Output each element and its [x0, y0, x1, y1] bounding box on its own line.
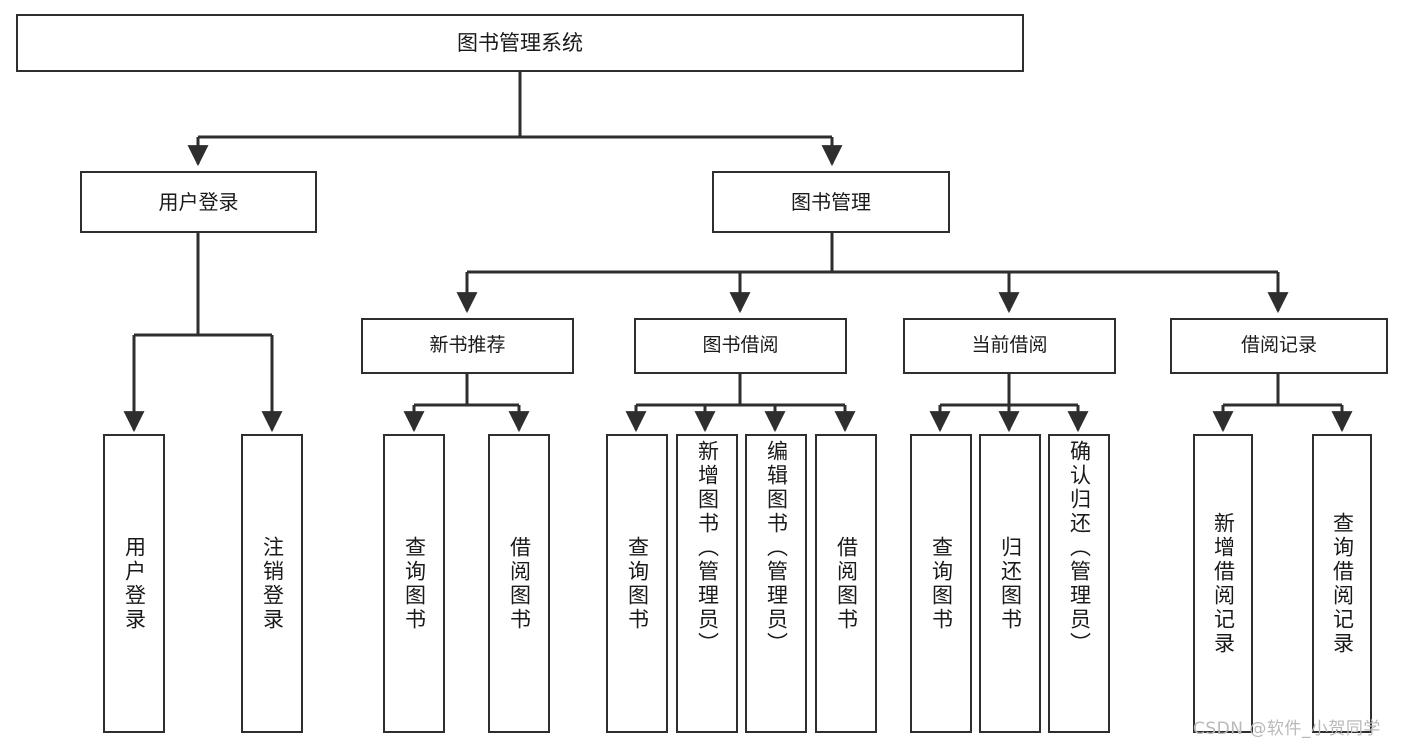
node-label: 借阅记录: [1240, 334, 1317, 357]
node-label: 图书管理: [791, 189, 871, 214]
node-label: 新书推荐: [429, 334, 506, 357]
node-label: 借阅图书: [834, 535, 859, 632]
leaf-new-book-borrow-book[interactable]: 借阅图书: [488, 434, 550, 733]
node-root-book-management-system[interactable]: 图书管理系统: [16, 14, 1024, 72]
leaf-user-login-logout[interactable]: 注销登录: [241, 434, 303, 733]
node-label: 注销登录: [260, 535, 285, 632]
leaf-current-borrow-return-book[interactable]: 归还图书: [979, 434, 1041, 733]
leaf-user-login-login[interactable]: 用户登录: [103, 434, 165, 733]
node-label: 查询借阅记录: [1330, 511, 1355, 656]
leaf-new-book-query-book[interactable]: 查询图书: [383, 434, 445, 733]
node-user-login[interactable]: 用户登录: [80, 171, 317, 233]
node-current-borrowing[interactable]: 当前借阅: [903, 318, 1116, 374]
node-label: 当前借阅: [971, 334, 1048, 357]
leaf-current-borrow-confirm-return-admin[interactable]: 确认归还（管理员）: [1048, 434, 1110, 733]
node-new-book-recommendation[interactable]: 新书推荐: [361, 318, 574, 374]
node-label: 图书管理系统: [457, 30, 583, 55]
leaf-borrow-record-add-record[interactable]: 新增借阅记录: [1193, 434, 1253, 733]
leaf-book-borrow-borrow-book[interactable]: 借阅图书: [815, 434, 877, 733]
node-label: 新增借阅记录: [1211, 511, 1236, 656]
node-label: 用户登录: [158, 189, 239, 214]
node-label: 图书借阅: [702, 334, 779, 357]
node-label: 查询图书: [625, 535, 650, 632]
node-label: 编辑图书（管理员）: [764, 440, 789, 656]
node-borrowing-record[interactable]: 借阅记录: [1170, 318, 1388, 374]
node-label: 查询图书: [929, 535, 954, 632]
leaf-borrow-record-query-record[interactable]: 查询借阅记录: [1312, 434, 1372, 733]
leaf-book-borrow-edit-book-admin[interactable]: 编辑图书（管理员）: [745, 434, 807, 733]
node-label: 确认归还（管理员）: [1067, 440, 1092, 656]
node-book-borrowing[interactable]: 图书借阅: [634, 318, 847, 374]
node-label: 查询图书: [402, 535, 427, 632]
node-label: 归还图书: [998, 535, 1023, 632]
node-label: 用户登录: [122, 535, 147, 632]
node-label: 新增图书（管理员）: [695, 440, 720, 656]
leaf-book-borrow-add-book-admin[interactable]: 新增图书（管理员）: [676, 434, 738, 733]
node-label: 借阅图书: [507, 535, 532, 632]
leaf-current-borrow-query-book[interactable]: 查询图书: [910, 434, 972, 733]
leaf-book-borrow-query-book[interactable]: 查询图书: [606, 434, 668, 733]
node-book-management[interactable]: 图书管理: [712, 171, 950, 233]
